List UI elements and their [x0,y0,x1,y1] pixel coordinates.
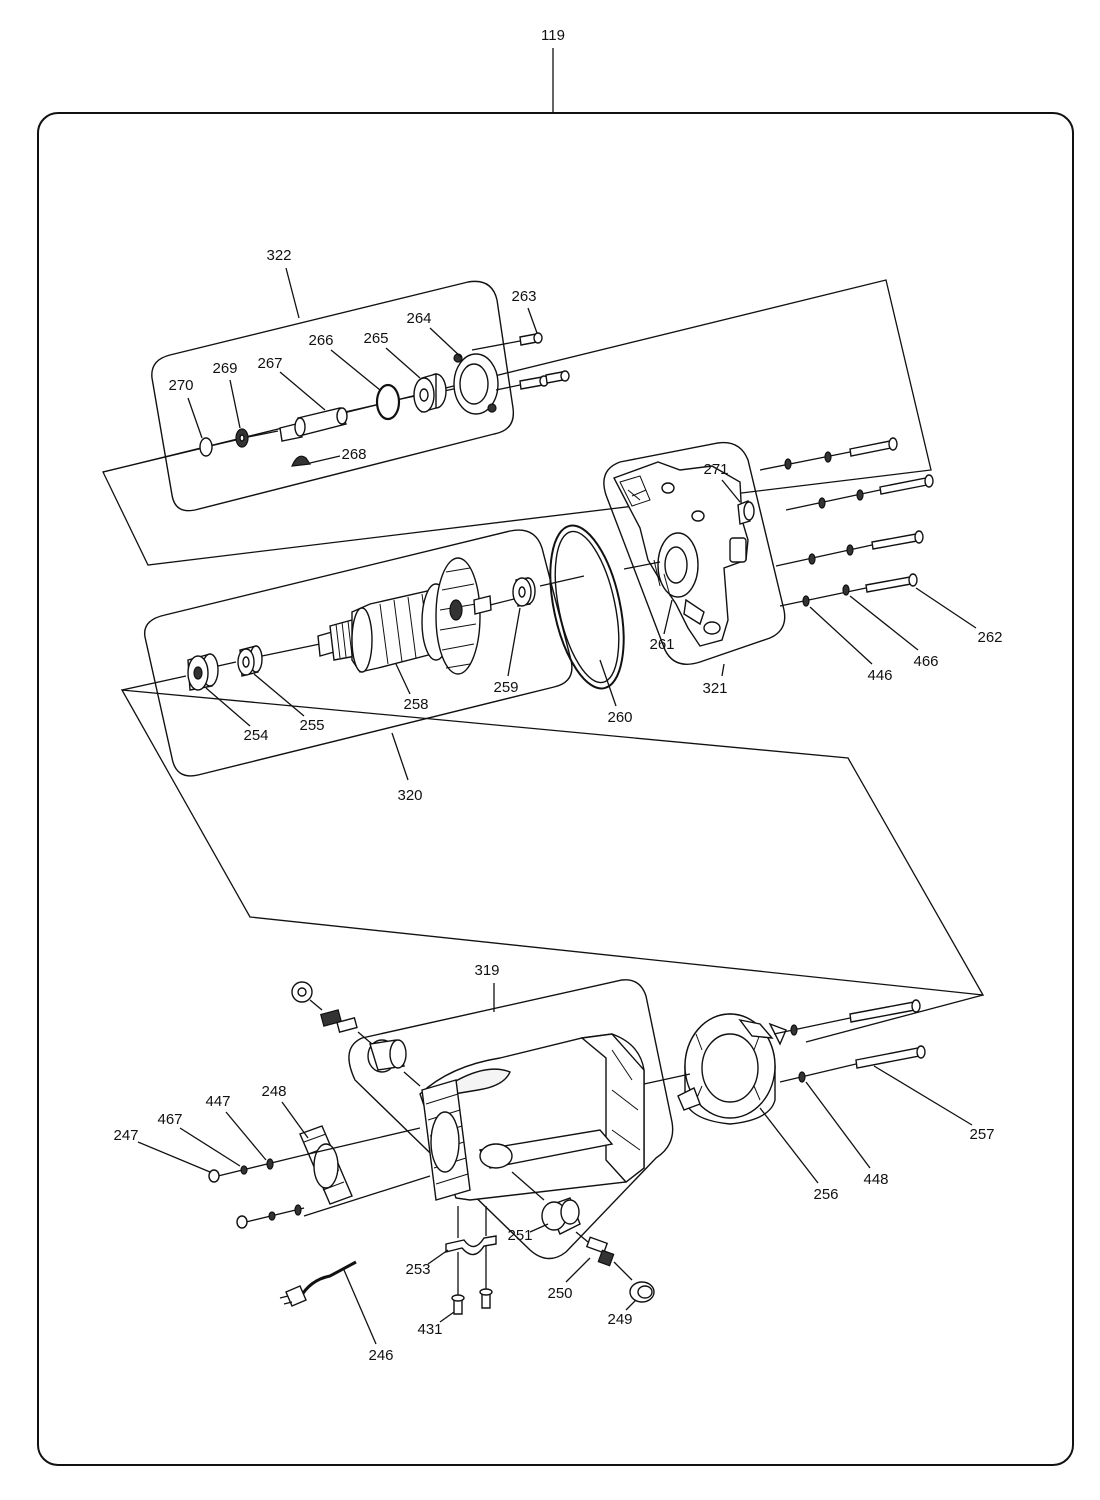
label-263: 263 [511,288,536,305]
label-467: 467 [157,1111,182,1128]
label-246: 246 [368,1347,393,1364]
stator-screws-257 [773,999,926,1083]
label-251: 251 [507,1227,532,1244]
brush-holder-251 [511,1171,581,1235]
label-247: 247 [113,1127,138,1144]
group-label-320: 320 [397,787,422,804]
bearing-259 [512,577,536,607]
group-319: 319 [348,962,674,1260]
label-266: 266 [308,332,333,349]
carbon-brush-250 [575,1231,633,1281]
carbon-brush-top [320,1009,373,1045]
label-249: 249 [607,1311,632,1328]
group-320: 320 [121,529,585,804]
screw-263b [495,370,570,391]
group-label-322: 322 [266,247,291,264]
end-plate-248 [299,1125,353,1205]
gear-housing-321 [613,461,749,647]
label-256: 256 [813,1186,838,1203]
brush-cap-249 [629,1281,655,1303]
bushing-271 [737,500,755,525]
assembly-label: 119 [541,27,565,44]
snap-ring-270 [199,437,213,457]
label-254: 254 [243,727,268,744]
brush-holder-top [367,1039,421,1087]
label-257: 257 [969,1126,994,1143]
label-258: 258 [403,696,428,713]
cord-clamp-253 [445,1206,497,1296]
label-431: 431 [417,1321,442,1338]
label-268: 268 [341,446,366,463]
label-270: 270 [168,377,193,394]
label-447: 447 [205,1093,230,1110]
label-260: 260 [607,709,632,726]
label-448: 448 [863,1171,888,1188]
bearing-254 [187,653,219,691]
group-322: 322 [151,247,515,512]
housing-screws-262 [759,437,934,607]
power-cord-246 [279,1260,357,1307]
label-267: 267 [257,355,282,372]
plane-upper [102,279,932,566]
label-446: 446 [867,667,892,684]
label-264: 264 [406,310,431,327]
screw-263 [471,332,543,351]
bearing-255 [237,645,263,677]
label-262: 262 [977,629,1002,646]
label-271: 271 [703,461,728,478]
brush-cap-top [291,981,323,1011]
key-268 [291,455,312,467]
group-label-321: 321 [702,680,727,697]
bearing-retainer-264 [453,353,499,415]
baffle-ring-260 [549,524,625,690]
group-label-319: 319 [474,962,499,979]
stator-256 [677,1013,787,1125]
label-261: 261 [649,636,674,653]
label-250: 250 [547,1285,572,1302]
gear-shaft-parts [102,332,570,473]
spindle-267 [279,407,348,442]
screw-247 [208,1155,305,1229]
label-466: 466 [913,653,938,670]
label-253: 253 [405,1261,430,1278]
screw-431 [451,1288,493,1315]
labels-322: 270 269 267 266 265 264 263 268 [168,288,538,463]
o-ring-266 [375,383,401,421]
assembly-frame: 119 [37,27,1074,1466]
label-255: 255 [299,717,324,734]
motor-housing-319 [419,1033,645,1201]
group-321: 321 271 261 [603,441,786,697]
armature-258 [317,557,492,675]
label-265: 265 [363,330,388,347]
bearing-265 [413,373,447,413]
label-269: 269 [212,360,237,377]
label-259: 259 [493,679,518,696]
label-248: 248 [261,1083,286,1100]
